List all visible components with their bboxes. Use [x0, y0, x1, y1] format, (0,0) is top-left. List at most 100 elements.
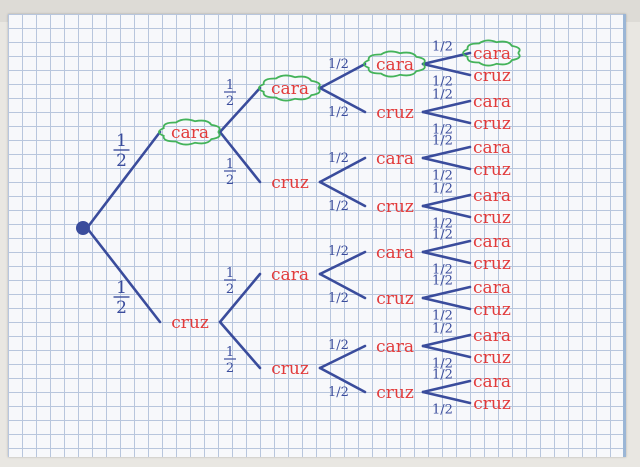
branch-line	[421, 99, 472, 114]
branch-line	[85, 226, 162, 324]
outcome-cruz: cruz	[473, 300, 511, 320]
probability-label: 1/2	[328, 385, 349, 400]
probability-label: 1/2	[432, 322, 453, 337]
branch-line	[421, 193, 472, 208]
probability-label: 1/2	[432, 368, 453, 383]
outcome-cara: cara	[473, 372, 511, 392]
probability-numerator: 1	[226, 266, 234, 281]
outcome-cruz: cruz	[473, 114, 511, 134]
probability-label: 1/2	[432, 169, 453, 184]
highlight-cloud	[258, 74, 321, 102]
outcome-cruz: cruz	[376, 197, 414, 217]
branch-line	[218, 320, 262, 370]
outcome-cara: cara	[271, 265, 309, 285]
probability-label: 1/2	[328, 199, 349, 214]
outcome-cara: cara	[473, 232, 511, 252]
probability-label: 1/2	[328, 57, 349, 72]
branch-line	[421, 62, 472, 77]
probability-numerator: 1	[226, 78, 234, 93]
grid-paper	[8, 14, 626, 457]
branch-line	[318, 366, 367, 394]
probability-denominator: 2	[116, 151, 127, 171]
outcome-cara: cara	[473, 44, 511, 64]
branch-line	[421, 239, 472, 254]
outcome-cara: cara	[376, 243, 414, 263]
branch-line	[421, 156, 472, 171]
probability-numerator: 1	[116, 278, 127, 298]
outcome-cara: cara	[473, 326, 511, 346]
probability-label: 1/2	[328, 291, 349, 306]
highlight-cloud	[158, 118, 221, 146]
outcome-cruz: cruz	[473, 160, 511, 180]
outcome-cara: cara	[473, 92, 511, 112]
probability-denominator: 2	[226, 282, 234, 297]
outcome-cruz: cruz	[271, 173, 309, 193]
branch-line	[318, 180, 367, 208]
outcome-cruz: cruz	[271, 359, 309, 379]
branch-line	[318, 86, 367, 114]
outcome-cara: cara	[473, 138, 511, 158]
paper-edge	[623, 14, 626, 457]
outcome-cara: cara	[171, 123, 209, 143]
outcome-cruz: cruz	[171, 313, 209, 333]
branch-line	[421, 204, 472, 219]
probability-label: 1/2	[432, 263, 453, 278]
branch-line	[421, 51, 472, 66]
probability-label: 1/2	[328, 338, 349, 353]
outcome-cara: cara	[473, 186, 511, 206]
probability-denominator: 2	[226, 94, 234, 109]
branch-line	[318, 156, 367, 184]
probability-numerator: 1	[226, 345, 234, 360]
root-node	[76, 221, 90, 235]
branch-line	[318, 344, 367, 370]
highlight-cloud	[363, 50, 426, 78]
probability-label: 1/2	[328, 105, 349, 120]
tree-labels: caracruzcaracruzcaracruzcaracruzcaracruz…	[171, 44, 511, 414]
highlight-clouds	[158, 39, 521, 146]
branch-line	[318, 272, 367, 300]
probability-label: 1/2	[432, 123, 453, 138]
branch-line	[218, 130, 262, 184]
probability-numerator: 1	[116, 131, 127, 151]
outcome-cruz: cruz	[376, 289, 414, 309]
probability-label: 1/2	[432, 403, 453, 418]
probability-label: 1/2	[432, 134, 453, 149]
branch-line	[421, 379, 472, 394]
probability-label: 1/2	[432, 75, 453, 90]
probability-label: 1/2	[432, 228, 453, 243]
branch-line	[218, 86, 262, 134]
outcome-cara: cara	[473, 278, 511, 298]
branch-line	[421, 110, 472, 125]
outcome-cruz: cruz	[473, 348, 511, 368]
probability-denominator: 2	[226, 361, 234, 376]
branch-line	[421, 344, 472, 359]
probability-denominator: 2	[116, 298, 127, 318]
branch-line	[421, 333, 472, 348]
probability-label: 1/2	[432, 217, 453, 232]
branch-line	[318, 250, 367, 276]
branch-line	[318, 62, 367, 90]
tree-branches	[76, 51, 472, 405]
highlight-cloud	[462, 39, 521, 67]
probability-numerator: 1	[226, 157, 234, 172]
outcome-cruz: cruz	[376, 103, 414, 123]
outcome-cara: cara	[271, 79, 309, 99]
branch-line	[421, 285, 472, 300]
branch-line	[85, 130, 162, 230]
outcome-cara: cara	[376, 55, 414, 75]
outcome-cara: cara	[376, 149, 414, 169]
branch-line	[421, 145, 472, 160]
probability-label: 1/2	[328, 244, 349, 259]
outcome-cruz: cruz	[473, 394, 511, 414]
outcome-cara: cara	[376, 337, 414, 357]
branch-line	[421, 296, 472, 311]
probability-label: 1/2	[432, 40, 453, 55]
branch-probabilities: 1212121212121/21/21/21/21/21/21/21/21/21…	[113, 40, 453, 418]
probability-label: 1/2	[432, 309, 453, 324]
probability-denominator: 2	[226, 173, 234, 188]
outcome-cruz: cruz	[473, 208, 511, 228]
probability-label: 1/2	[432, 182, 453, 197]
probability-label: 1/2	[432, 274, 453, 289]
